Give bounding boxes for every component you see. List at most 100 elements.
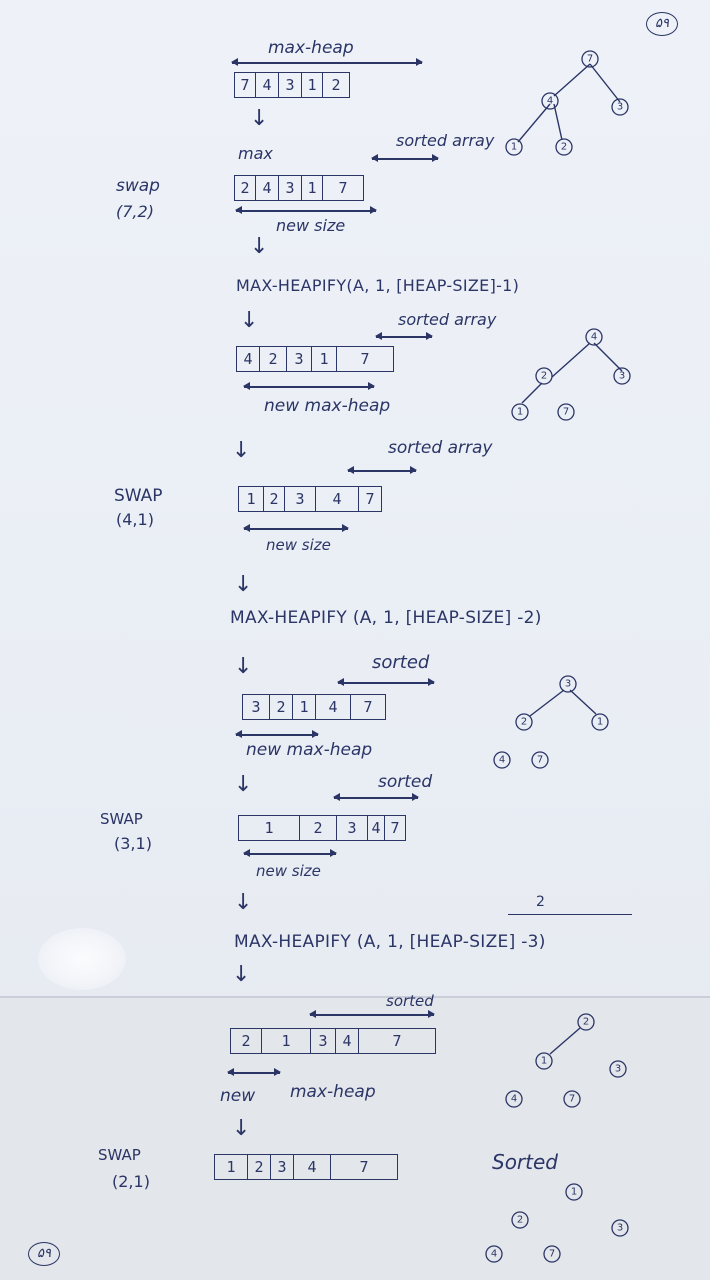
tree-node: 1 [517, 407, 523, 418]
sorted-array-label: sorted array [398, 310, 497, 329]
array-cell: 2 [331, 76, 341, 94]
array-cell: 4 [336, 1029, 359, 1053]
page-number-top: ۵۹ [646, 12, 678, 36]
page-seam [0, 996, 710, 998]
tree-node: 4 [591, 332, 597, 343]
new-heap-range-arrow [235, 731, 319, 737]
swap-pair: (3,1) [114, 834, 152, 853]
tree-node: 3 [615, 1064, 621, 1075]
array-cell: 3 [243, 695, 270, 719]
tree-node: 3 [619, 371, 625, 382]
sorted-label: sorted [386, 992, 434, 1010]
sorted-label: sorted [372, 652, 430, 673]
swap-label: SWAP [98, 1146, 141, 1164]
tree-node: 4 [511, 1094, 517, 1105]
swap-label: SWAP [100, 810, 143, 828]
array-cell: 3 [287, 347, 312, 371]
new-max-heap-label: new max-heap [246, 740, 373, 760]
new-heap-range-arrow [243, 383, 375, 389]
down-arrow: ↓ [234, 772, 253, 797]
array-cell: 2 [248, 1155, 271, 1179]
sorted-range-arrow [309, 1011, 435, 1017]
sorted-array-label: sorted array [396, 131, 495, 150]
tree-node: 2 [541, 371, 547, 382]
sorted-range-arrow [333, 794, 419, 800]
array-cell: 4 [256, 176, 279, 200]
new-label: new [220, 1086, 256, 1106]
array-cell: 2 [260, 347, 287, 371]
heap-tree-initial: 7 4 3 1 2 [505, 50, 629, 156]
down-arrow: ↓ [234, 572, 253, 597]
swap-pair: (7,2) [116, 202, 154, 221]
array-cell: 3 [279, 73, 302, 97]
sorted-range-arrow [375, 333, 433, 339]
heap-tree-step2: 4 2 3 1 7 [511, 328, 631, 421]
array-cell: 4 [294, 1155, 331, 1179]
array-cell: 4 [256, 73, 279, 97]
max-heap-label: max-heap [290, 1082, 376, 1102]
tree-node: 1 [571, 1187, 577, 1198]
new-size-range-arrow [243, 525, 349, 531]
array-cell: 1 [239, 816, 300, 840]
tree-node: 3 [617, 102, 623, 113]
tree-node: 7 [549, 1249, 555, 1260]
array-cell: 1 [302, 176, 323, 200]
down-arrow: ↓ [234, 890, 253, 915]
swap-pair: (2,1) [112, 1172, 150, 1191]
array-cell: 7 [365, 490, 375, 508]
array-cell: 4 [237, 347, 260, 371]
down-arrow: ↓ [240, 308, 259, 333]
array-after-swap: 2 4 3 1 7 [234, 175, 364, 201]
max-label: max [238, 144, 273, 163]
tree-node: 1 [541, 1056, 547, 1067]
down-arrow: ↓ [232, 438, 251, 463]
new-size-label: new size [256, 862, 321, 880]
array-initial: 7 4 3 1 2 [234, 72, 350, 98]
sorted-label: Sorted [492, 1150, 558, 1174]
array-cell: 2 [235, 176, 256, 200]
array-cell: 1 [293, 695, 316, 719]
new-size-label: new size [266, 536, 331, 554]
tree-node: 2 [583, 1017, 589, 1028]
array-cell: 3 [285, 487, 316, 511]
swap-label: SWAP [114, 486, 163, 506]
swap-label: swap [116, 176, 160, 196]
tree-node: 4 [547, 96, 553, 107]
heap-tree-final: 1 2 3 4 7 [485, 1183, 629, 1263]
new-size-range-arrow [243, 850, 337, 856]
light-glare [38, 928, 126, 990]
tree-node: 2 [561, 142, 567, 153]
array-cell: 4 [368, 816, 385, 840]
max-heap-label: max-heap [268, 38, 354, 58]
array-cell: 7 [359, 1158, 369, 1176]
tree-node: 4 [499, 755, 505, 766]
array-cell: 1 [312, 347, 337, 371]
array-cell: 2 [231, 1029, 262, 1053]
array-cell: 3 [311, 1029, 336, 1053]
array-cell: 7 [390, 819, 400, 837]
down-arrow: ↓ [234, 654, 253, 679]
max-heap-range-arrow [231, 59, 423, 65]
array-cell: 2 [264, 487, 285, 511]
tree-node: 2 [517, 1215, 523, 1226]
array-after-swap: 1 2 3 4 7 [238, 486, 382, 512]
sorted-range-arrow [371, 155, 439, 161]
array-after-swap: 1 2 3 4 7 [238, 815, 406, 841]
array-cell: 1 [262, 1029, 311, 1053]
page-number-bottom: ۵۹ [28, 1242, 60, 1266]
new-max-heap-label: new max-heap [264, 396, 391, 416]
tree-node: 3 [565, 679, 571, 690]
array-cell: 2 [270, 695, 293, 719]
swap-pair: (4,1) [116, 510, 154, 529]
array-cell: 7 [360, 350, 370, 368]
tree-node: 7 [537, 755, 543, 766]
tree-node: 7 [563, 407, 569, 418]
array-cell: 1 [239, 487, 264, 511]
down-arrow: ↓ [232, 1116, 251, 1141]
tree-node: 1 [511, 142, 517, 153]
array-heapified: 2 1 3 4 7 [230, 1028, 436, 1054]
array-heapified: 3 2 1 4 7 [242, 694, 386, 720]
down-arrow: ↓ [250, 234, 269, 259]
array-final: 1 2 3 4 7 [214, 1154, 398, 1180]
